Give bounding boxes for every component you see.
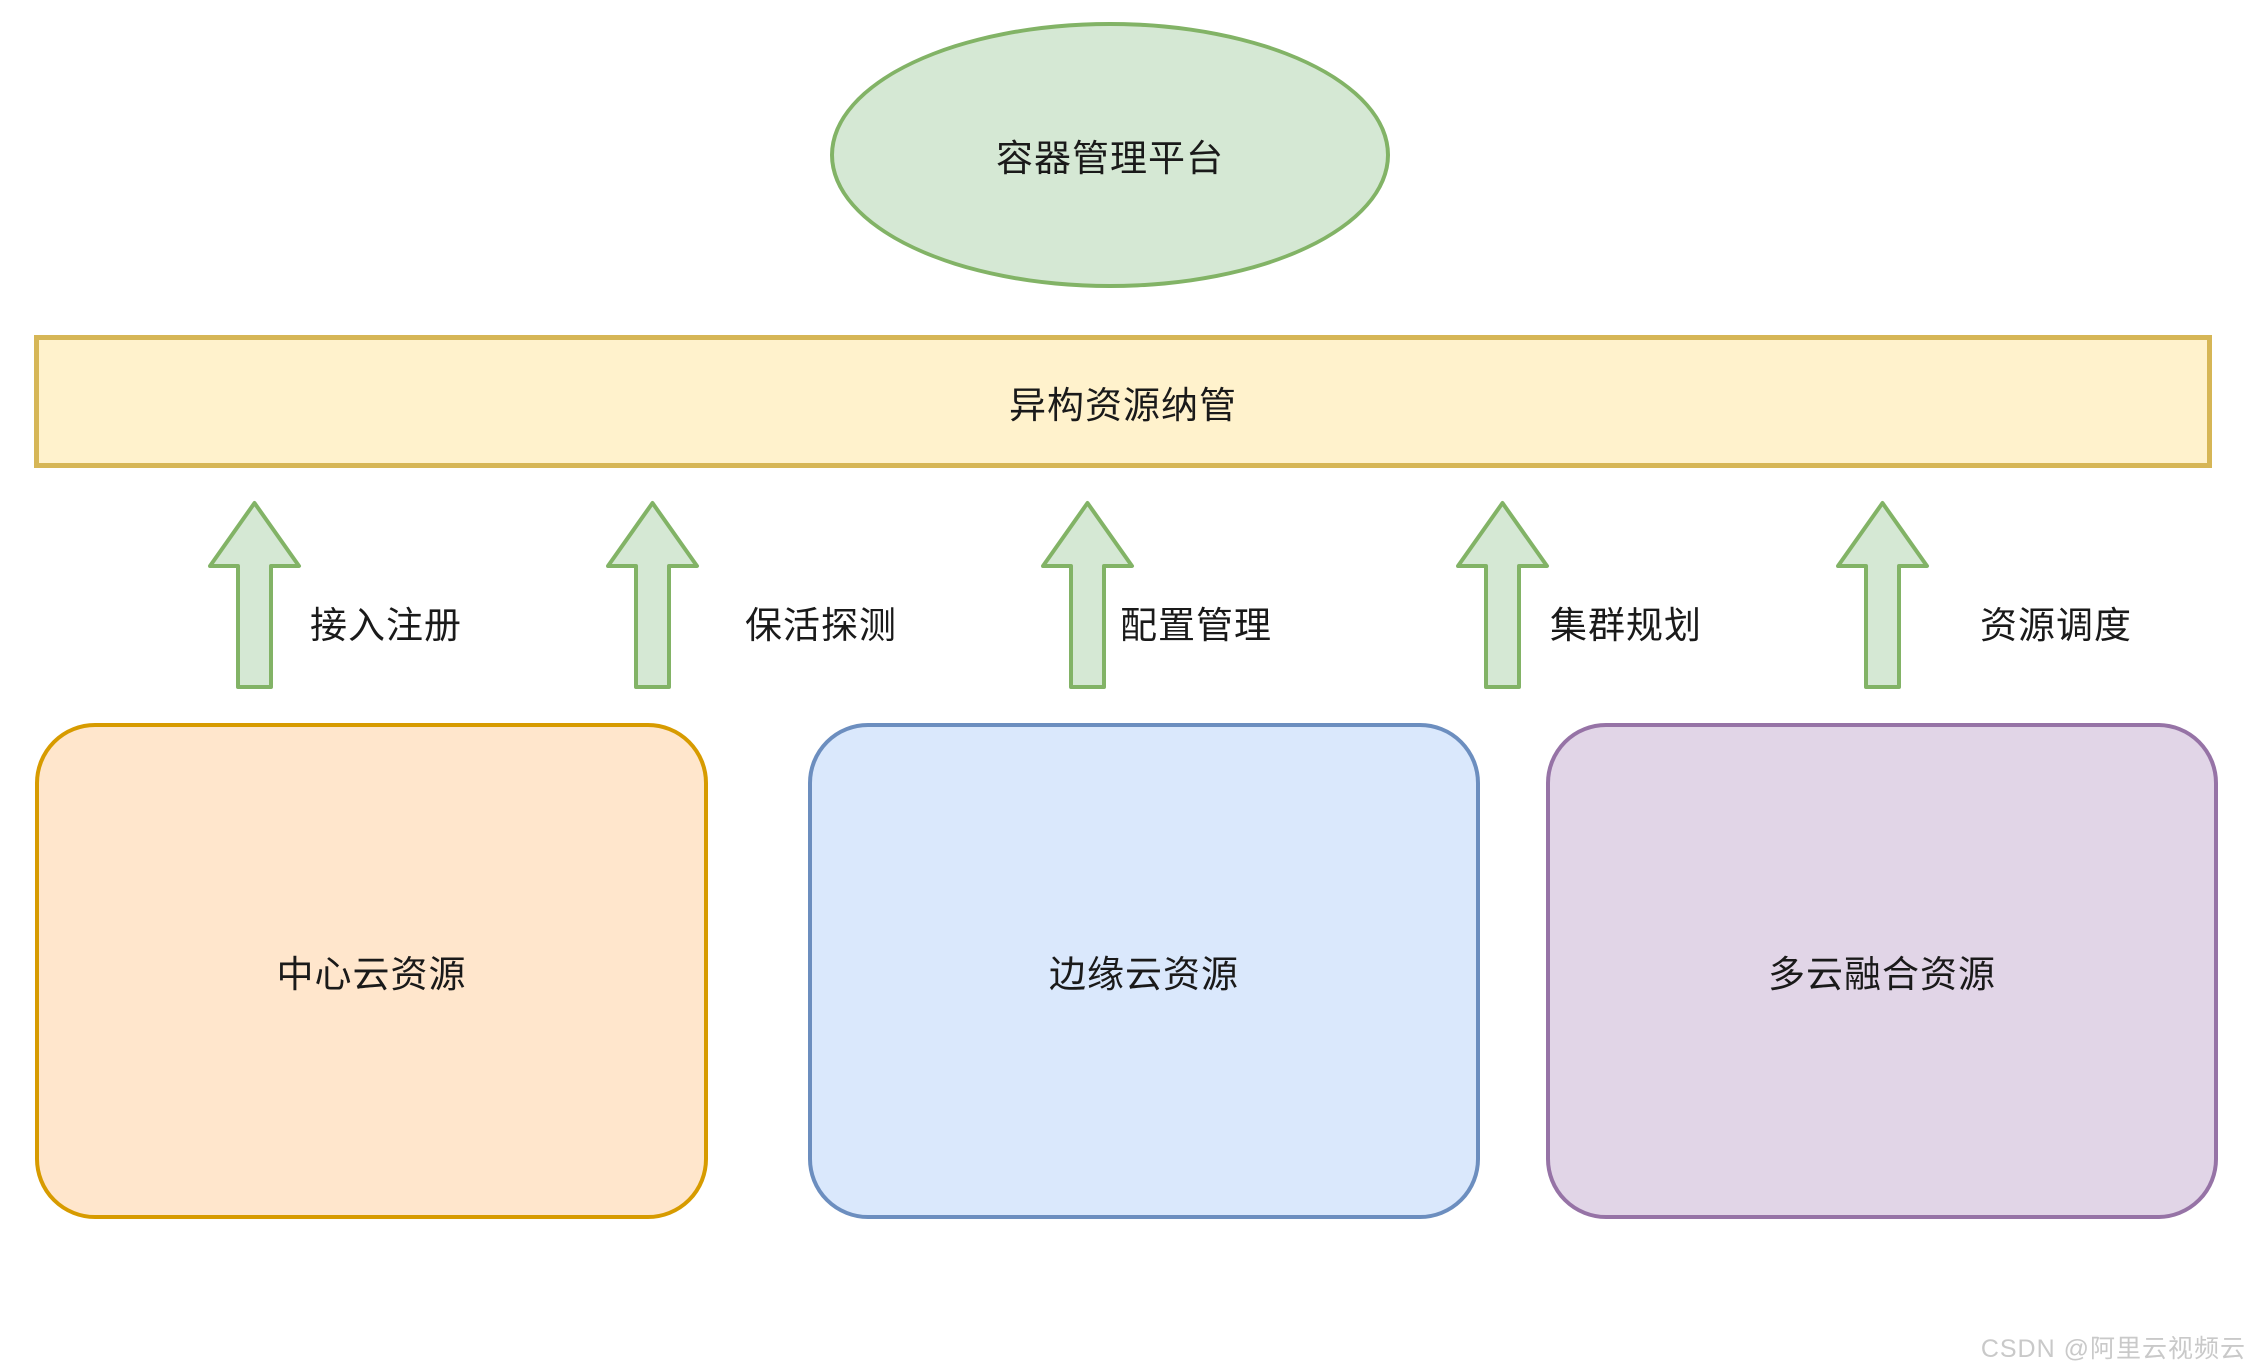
resource-management-bar: 异构资源纳管 xyxy=(34,335,2212,468)
capability-label-keepalive-detection: 保活探测 xyxy=(745,605,897,646)
resource-box-2: 多云融合资源 xyxy=(1546,723,2218,1219)
resource-box-label: 边缘云资源 xyxy=(1049,954,1239,995)
up-arrow-icon xyxy=(1836,501,1929,689)
capability-label-cluster-planning: 集群规划 xyxy=(1550,605,1702,646)
resource-box-label: 多云融合资源 xyxy=(1768,954,1996,995)
up-arrow-icon xyxy=(1041,501,1134,689)
up-arrow-icon xyxy=(1456,501,1549,689)
platform-ellipse: 容器管理平台 xyxy=(830,22,1390,288)
up-arrow-icon xyxy=(208,501,301,689)
up-arrow-icon xyxy=(606,501,699,689)
resource-management-bar-label: 异构资源纳管 xyxy=(1009,384,1237,426)
resource-box-1: 边缘云资源 xyxy=(808,723,1480,1219)
platform-label: 容器管理平台 xyxy=(996,138,1224,179)
capability-label-access-registration: 接入注册 xyxy=(310,605,462,646)
resource-box-label: 中心云资源 xyxy=(276,954,467,995)
watermark: CSDN @阿里云视频云 xyxy=(1980,1335,2246,1363)
capability-label-config-management: 配置管理 xyxy=(1120,605,1272,646)
resource-box-0: 中心云资源 xyxy=(35,723,708,1219)
capability-label-resource-scheduling: 资源调度 xyxy=(1980,605,2132,646)
